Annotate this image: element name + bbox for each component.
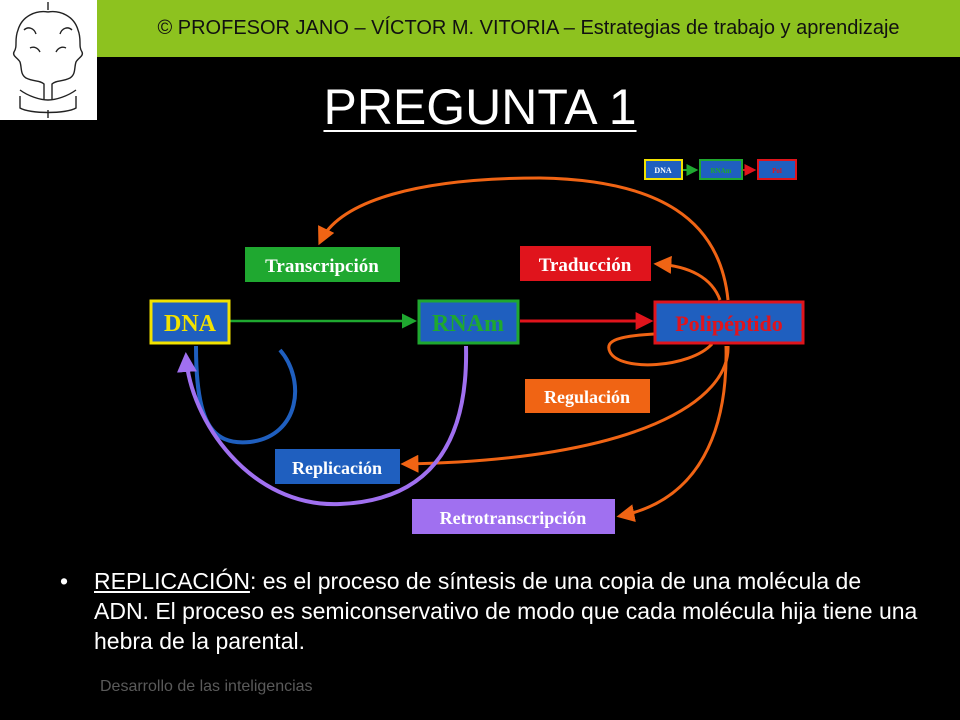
legend-rna-label: RNAm <box>711 167 732 175</box>
footer-text: Desarrollo de las inteligencias <box>100 678 313 695</box>
translation-label: Traducción <box>539 255 632 276</box>
retrotranscription-label-box <box>412 499 615 534</box>
slide-title: PREGUNTA 1 <box>0 78 960 136</box>
replication-label: Replicación <box>292 458 382 478</box>
polypeptide-node-box <box>653 300 805 345</box>
regulation-label-box <box>525 379 650 413</box>
transcription-label: Transcripción <box>265 256 379 277</box>
rna-node-box <box>417 299 520 345</box>
replication-definition: • REPLICACIÓN: es el proceso de síntesis… <box>60 566 920 656</box>
replication-loop <box>194 345 298 445</box>
translation-label-box <box>520 246 651 281</box>
legend-pol-box <box>757 159 797 180</box>
transcription-label-box <box>245 247 400 282</box>
legend-pol-label: Pol <box>772 167 782 175</box>
bullet-dot: • <box>60 568 69 594</box>
retrotranscription-label: Retrotranscripción <box>440 508 587 528</box>
replication-regulation-arrow <box>400 345 730 473</box>
janus-head-icon <box>12 2 84 118</box>
transcription-feedback-arrow <box>318 176 730 301</box>
header-text: © PROFESOR JANO – VÍCTOR M. VITORIA – Es… <box>157 17 900 39</box>
dna-node-box <box>149 299 231 345</box>
rna-node-label: RNAm <box>432 311 504 337</box>
bullet-term: REPLICACIÓN <box>94 568 250 594</box>
dna-node-label: DNA <box>164 311 217 337</box>
slide-title-text: PREGUNTA 1 <box>323 79 637 135</box>
regulation-self-loop <box>607 332 714 367</box>
legend-dna-box <box>644 159 683 180</box>
legend: DNA RNAm Pol <box>644 159 797 180</box>
translation-feedback-arrow <box>653 255 722 301</box>
polypeptide-node-label: Polipéptido <box>675 311 783 336</box>
bullet-body: : es el proceso de síntesis de una copia… <box>94 568 918 654</box>
header-bar: © PROFESOR JANO – VÍCTOR M. VITORIA – Es… <box>97 0 960 57</box>
legend-rna-box <box>699 159 743 180</box>
legend-dna-label: DNA <box>654 166 672 175</box>
replication-label-box <box>275 449 400 484</box>
retrotranscription-arrow <box>177 345 469 507</box>
bullet-text: REPLICACIÓN: es el proceso de síntesis d… <box>94 566 920 656</box>
janus-logo <box>0 0 97 120</box>
retrotranscription-regulation-arrow <box>616 345 728 522</box>
regulation-label: Regulación <box>544 387 630 407</box>
